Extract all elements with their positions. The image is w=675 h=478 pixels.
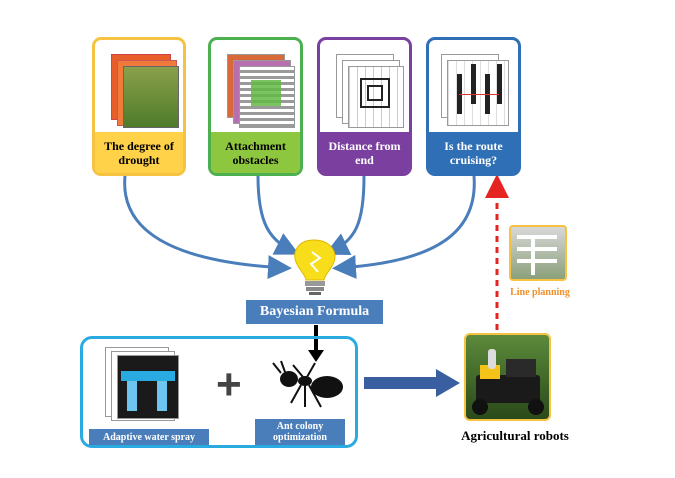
field-thumbnail: [509, 225, 567, 281]
arrow-distance: [324, 175, 366, 256]
card-distance-label: Distance from end: [320, 132, 409, 173]
algorithm-box: Adaptive water spray + Ant colony optimi…: [80, 336, 358, 448]
ant-colony-label: Ant colony optimization: [255, 419, 345, 445]
lightbulb-icon: [294, 239, 336, 295]
card-drought: The degree of drought: [92, 37, 186, 176]
robot-photo: [464, 333, 551, 421]
adaptive-water-spray-label: Adaptive water spray: [89, 429, 209, 445]
arrow-obstacles: [256, 175, 300, 255]
plus-icon: +: [216, 360, 242, 409]
card-drought-label: The degree of drought: [95, 132, 183, 173]
card-route: Is the route cruising?: [426, 37, 521, 176]
distance-thumbnail: [330, 50, 404, 132]
card-route-label: Is the route cruising?: [429, 132, 518, 173]
water-spray-thumbnail: [101, 345, 181, 421]
arrow-route: [332, 175, 476, 279]
bayesian-formula-box: Bayesian Formula: [246, 300, 383, 324]
card-distance: Distance from end: [317, 37, 412, 176]
agricultural-robots-label: Agricultural robots: [461, 428, 569, 443]
drought-thumbnail: [105, 50, 179, 132]
route-thumbnail: [439, 50, 509, 132]
arrow-drought: [123, 175, 292, 280]
card-obstacles: Attachment obstacles: [208, 37, 303, 176]
arrow-to-robot-body: [364, 377, 438, 389]
line-planning-label: Line planning: [510, 287, 570, 298]
arrow-to-robot-head: [436, 369, 460, 397]
obstacles-thumbnail: [221, 50, 295, 132]
ant-icon: [272, 360, 343, 408]
card-obstacles-label: Attachment obstacles: [211, 132, 300, 173]
